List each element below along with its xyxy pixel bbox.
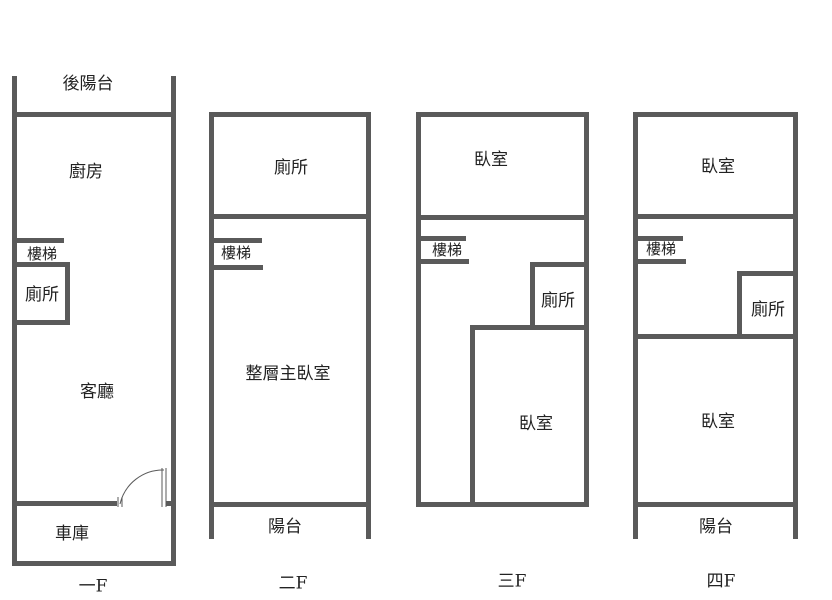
wall — [12, 320, 70, 325]
room-label-master-suite: 整層主臥室 — [245, 364, 331, 384]
room-label-toilet: 廁所 — [751, 300, 785, 320]
wall — [209, 502, 371, 507]
wall — [633, 112, 797, 117]
wall — [470, 325, 475, 507]
floor-4-walls — [633, 112, 798, 539]
floor-label-4f: 四F — [706, 571, 736, 592]
wall — [633, 112, 638, 539]
wall — [416, 502, 589, 507]
floor-label-3f: 三F — [497, 571, 527, 592]
room-label-balcony: 陽台 — [699, 517, 733, 537]
wall — [12, 112, 176, 117]
room-label-bedroom: 臥室 — [701, 412, 735, 432]
room-label-stairs: 樓梯 — [26, 245, 58, 263]
wall — [12, 501, 117, 506]
wall — [12, 561, 176, 566]
room-label-kitchen: 廚房 — [69, 162, 103, 182]
wall — [633, 236, 683, 241]
floor-label-2f: 二F — [278, 573, 308, 594]
room-label-stairs: 樓梯 — [220, 244, 252, 262]
wall — [633, 334, 798, 339]
wall — [793, 112, 798, 539]
room-label-balcony: 陽台 — [268, 517, 302, 537]
room-label-back-balcony: 後陽台 — [62, 74, 114, 94]
floor-1-walls — [12, 76, 176, 566]
wall — [633, 259, 686, 264]
floor-label-1f: 一F — [78, 576, 108, 597]
wall — [530, 262, 535, 330]
wall — [633, 214, 798, 219]
wall — [366, 112, 371, 539]
wall — [65, 262, 70, 325]
room-label-toilet: 廁所 — [541, 291, 575, 311]
wall — [166, 501, 176, 506]
room-label-bedroom: 臥室 — [701, 157, 735, 177]
wall — [633, 502, 798, 507]
room-label-toilet: 廁所 — [274, 158, 308, 178]
room-label-stairs: 樓梯 — [431, 241, 463, 259]
wall — [209, 238, 262, 243]
wall — [171, 76, 176, 566]
room-label-toilet: 廁所 — [25, 285, 59, 305]
wall — [209, 265, 263, 270]
wall — [209, 214, 371, 219]
wall — [209, 112, 371, 117]
room-label-stairs: 樓梯 — [645, 240, 677, 258]
wall — [416, 112, 421, 507]
wall — [470, 325, 589, 330]
wall — [530, 262, 589, 267]
room-label-bedroom: 臥室 — [474, 150, 508, 170]
wall — [737, 271, 742, 337]
floor-3-walls — [416, 112, 589, 507]
wall — [12, 238, 64, 243]
wall — [416, 215, 589, 220]
wall — [416, 259, 469, 264]
wall — [737, 271, 798, 276]
wall — [12, 262, 69, 267]
floor-2-walls — [209, 112, 371, 539]
wall — [416, 112, 589, 117]
door-swing — [117, 468, 167, 507]
wall — [416, 236, 466, 241]
wall — [584, 112, 589, 507]
wall — [209, 112, 214, 539]
room-label-garage: 車庫 — [55, 524, 89, 544]
room-label-bedroom: 臥室 — [519, 414, 553, 434]
room-label-living-room: 客廳 — [80, 382, 114, 402]
